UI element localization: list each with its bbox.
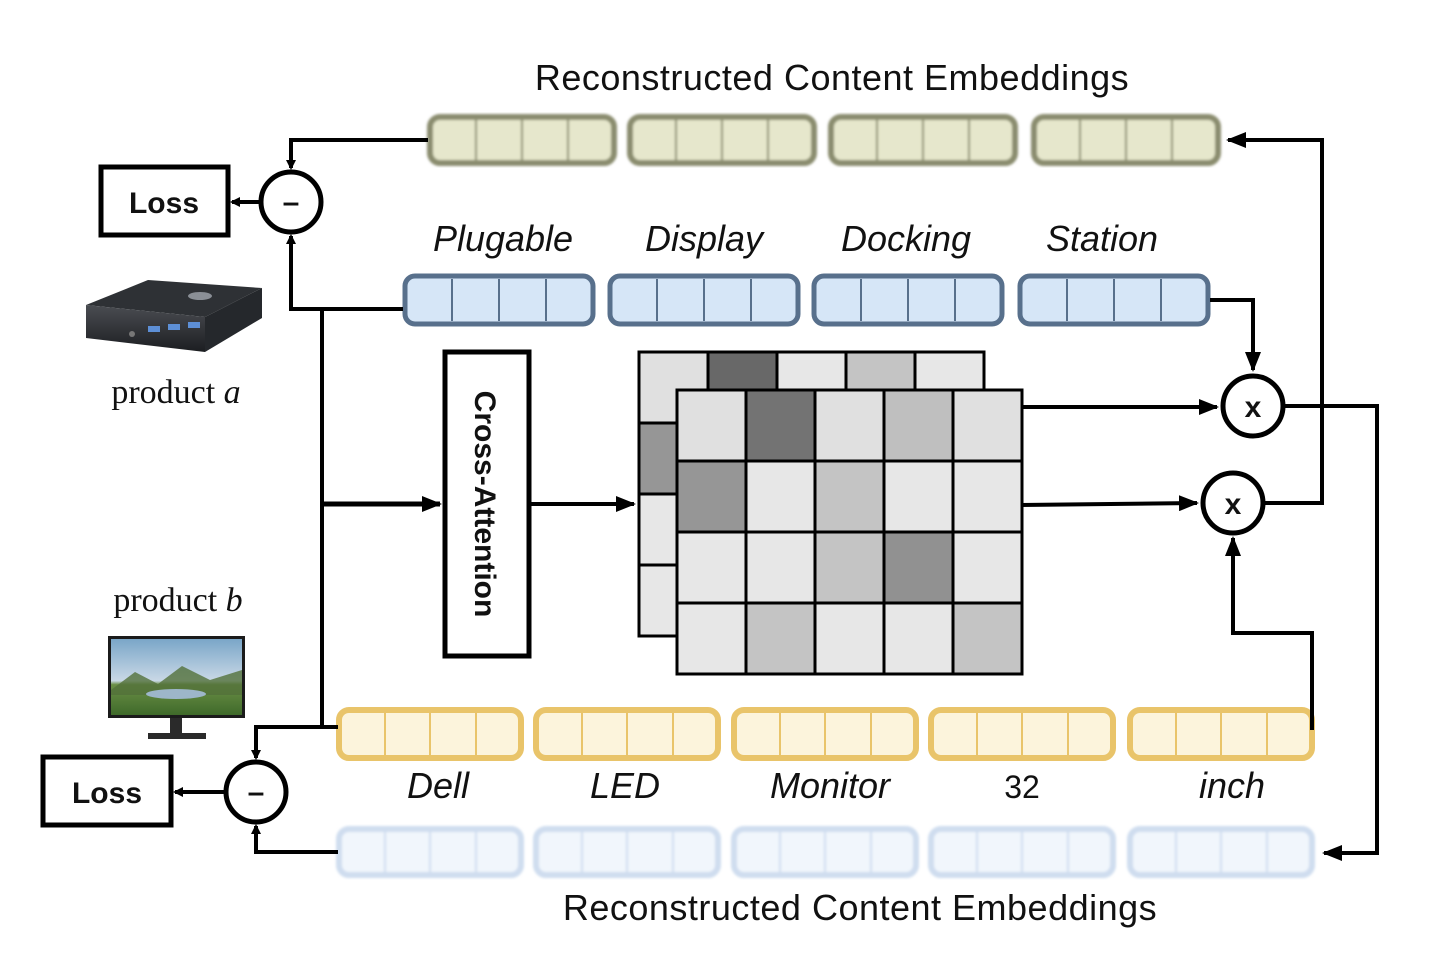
reconstructed-embedding-a-2 xyxy=(627,114,817,166)
connections xyxy=(173,132,1379,861)
reconstructed-embedding-b-3 xyxy=(731,826,919,878)
embedding-b-3 xyxy=(731,707,919,761)
multiply-operator-bottom: x xyxy=(1200,470,1266,536)
token-a-3: Docking xyxy=(841,218,971,259)
token-a-4: Station xyxy=(1046,218,1158,259)
product-b-word: product xyxy=(113,582,217,619)
embedding-a-3 xyxy=(811,273,1005,327)
attention-front-cell-r0-c1 xyxy=(744,388,817,463)
attention-front-cell-r3-c1 xyxy=(744,601,817,676)
embedding-a-1 xyxy=(402,273,596,327)
embedding-b-4 xyxy=(928,707,1116,761)
embedding-b-2 xyxy=(533,707,721,761)
loss-box-a: Loss xyxy=(98,164,231,238)
attention-front-cell-r3-c0 xyxy=(675,601,748,676)
embedding-a-4 xyxy=(1017,273,1211,327)
attention-front-cell-r1-c1 xyxy=(744,459,817,534)
product-b-label: product b xyxy=(113,582,242,619)
top-reconstructed-title: Reconstructed Content Embeddings xyxy=(535,57,1129,98)
attention-front-cell-r0-c2 xyxy=(813,388,886,463)
minus-operator-b: – xyxy=(223,759,289,825)
content-embeddings-a xyxy=(402,273,1211,327)
bus-embed-b xyxy=(320,504,338,729)
attention-front-cell-r1-c2 xyxy=(813,459,886,534)
embedding-a-2 xyxy=(607,273,801,327)
token-b-1: Dell xyxy=(407,765,470,806)
arrow-multiply-to-recon-b xyxy=(1284,404,1379,861)
arrow-recon-a-to-minus xyxy=(286,138,428,170)
attention-front-cell-r0-c0 xyxy=(675,388,748,463)
token-b-4: 32 xyxy=(1004,769,1040,805)
attention-front-cell-r0-c3 xyxy=(882,388,955,463)
arrow-embed-a-to-minus xyxy=(286,234,403,311)
product-a-word: product xyxy=(111,374,215,411)
product-b-letter: b xyxy=(226,582,243,619)
attention-front-cell-r3-c3 xyxy=(882,601,955,676)
product-a-label: product a xyxy=(111,374,240,411)
embedding-b-5 xyxy=(1127,707,1315,761)
token-b-5: inch xyxy=(1199,765,1265,806)
attention-front-cell-r1-c0 xyxy=(675,459,748,534)
arrow-embed-a-to-multiply xyxy=(1210,298,1261,372)
docking-station-photo xyxy=(86,280,262,352)
attention-front-cell-r2-c4 xyxy=(951,530,1024,605)
attention-matrix-front xyxy=(675,388,1024,676)
arrow-embed-b-to-minus xyxy=(251,725,338,760)
monitor-photo xyxy=(108,636,245,739)
reconstructed-embedding-a-4 xyxy=(1031,114,1221,166)
attention-front-cell-r2-c0 xyxy=(675,530,748,605)
cross-attention-block: Cross-Attention xyxy=(442,349,532,659)
reconstructed-embedding-a-3 xyxy=(828,114,1018,166)
multiply-symbol-top: x xyxy=(1245,391,1262,424)
token-a-2: Display xyxy=(645,218,765,259)
loss-box-b: Loss xyxy=(40,754,174,828)
reconstructed-embedding-a-1 xyxy=(427,114,617,166)
reconstructed-embeddings-a xyxy=(427,114,1221,166)
embedding-b-1 xyxy=(336,707,524,761)
attention-front-cell-r0-c4 xyxy=(951,388,1024,463)
attention-front-cell-r1-c3 xyxy=(882,459,955,534)
loss-label-b: Loss xyxy=(72,777,142,810)
loss-label-a: Loss xyxy=(129,187,199,220)
bottom-reconstructed-title: Reconstructed Content Embeddings xyxy=(563,887,1157,928)
token-a-1: Plugable xyxy=(433,218,573,259)
attention-front-cell-r2-c1 xyxy=(744,530,817,605)
reconstructed-embedding-b-5 xyxy=(1127,826,1315,878)
arrow-embed-b-to-multiply xyxy=(1225,536,1314,730)
token-b-3: Monitor xyxy=(770,765,892,806)
arrow-multiply-to-recon-a xyxy=(1226,132,1324,505)
multiply-operator-top: x xyxy=(1220,373,1286,439)
content-embeddings-b xyxy=(336,707,1315,761)
reconstructed-embedding-b-1 xyxy=(336,826,524,878)
minus-symbol-b: – xyxy=(248,776,265,809)
arrow-matrix-to-multiply-bottom xyxy=(1020,495,1199,512)
product-a-letter: a xyxy=(224,374,241,411)
reconstructed-embedding-b-4 xyxy=(928,826,1116,878)
reconstructed-embedding-b-2 xyxy=(533,826,721,878)
attention-front-cell-r2-c3 xyxy=(882,530,955,605)
minus-symbol-a: – xyxy=(283,186,300,219)
attention-front-cell-r1-c4 xyxy=(951,459,1024,534)
token-b-2: LED xyxy=(590,765,660,806)
arrow-recon-b-to-minus xyxy=(251,824,338,854)
attention-front-cell-r3-c4 xyxy=(951,601,1024,676)
cross-attention-label: Cross-Attention xyxy=(468,391,501,618)
reconstructed-embeddings-b xyxy=(336,826,1315,878)
attention-front-cell-r2-c2 xyxy=(813,530,886,605)
minus-operator-a: – xyxy=(258,169,324,235)
multiply-symbol-bottom: x xyxy=(1225,488,1242,521)
attention-front-cell-r3-c2 xyxy=(813,601,886,676)
